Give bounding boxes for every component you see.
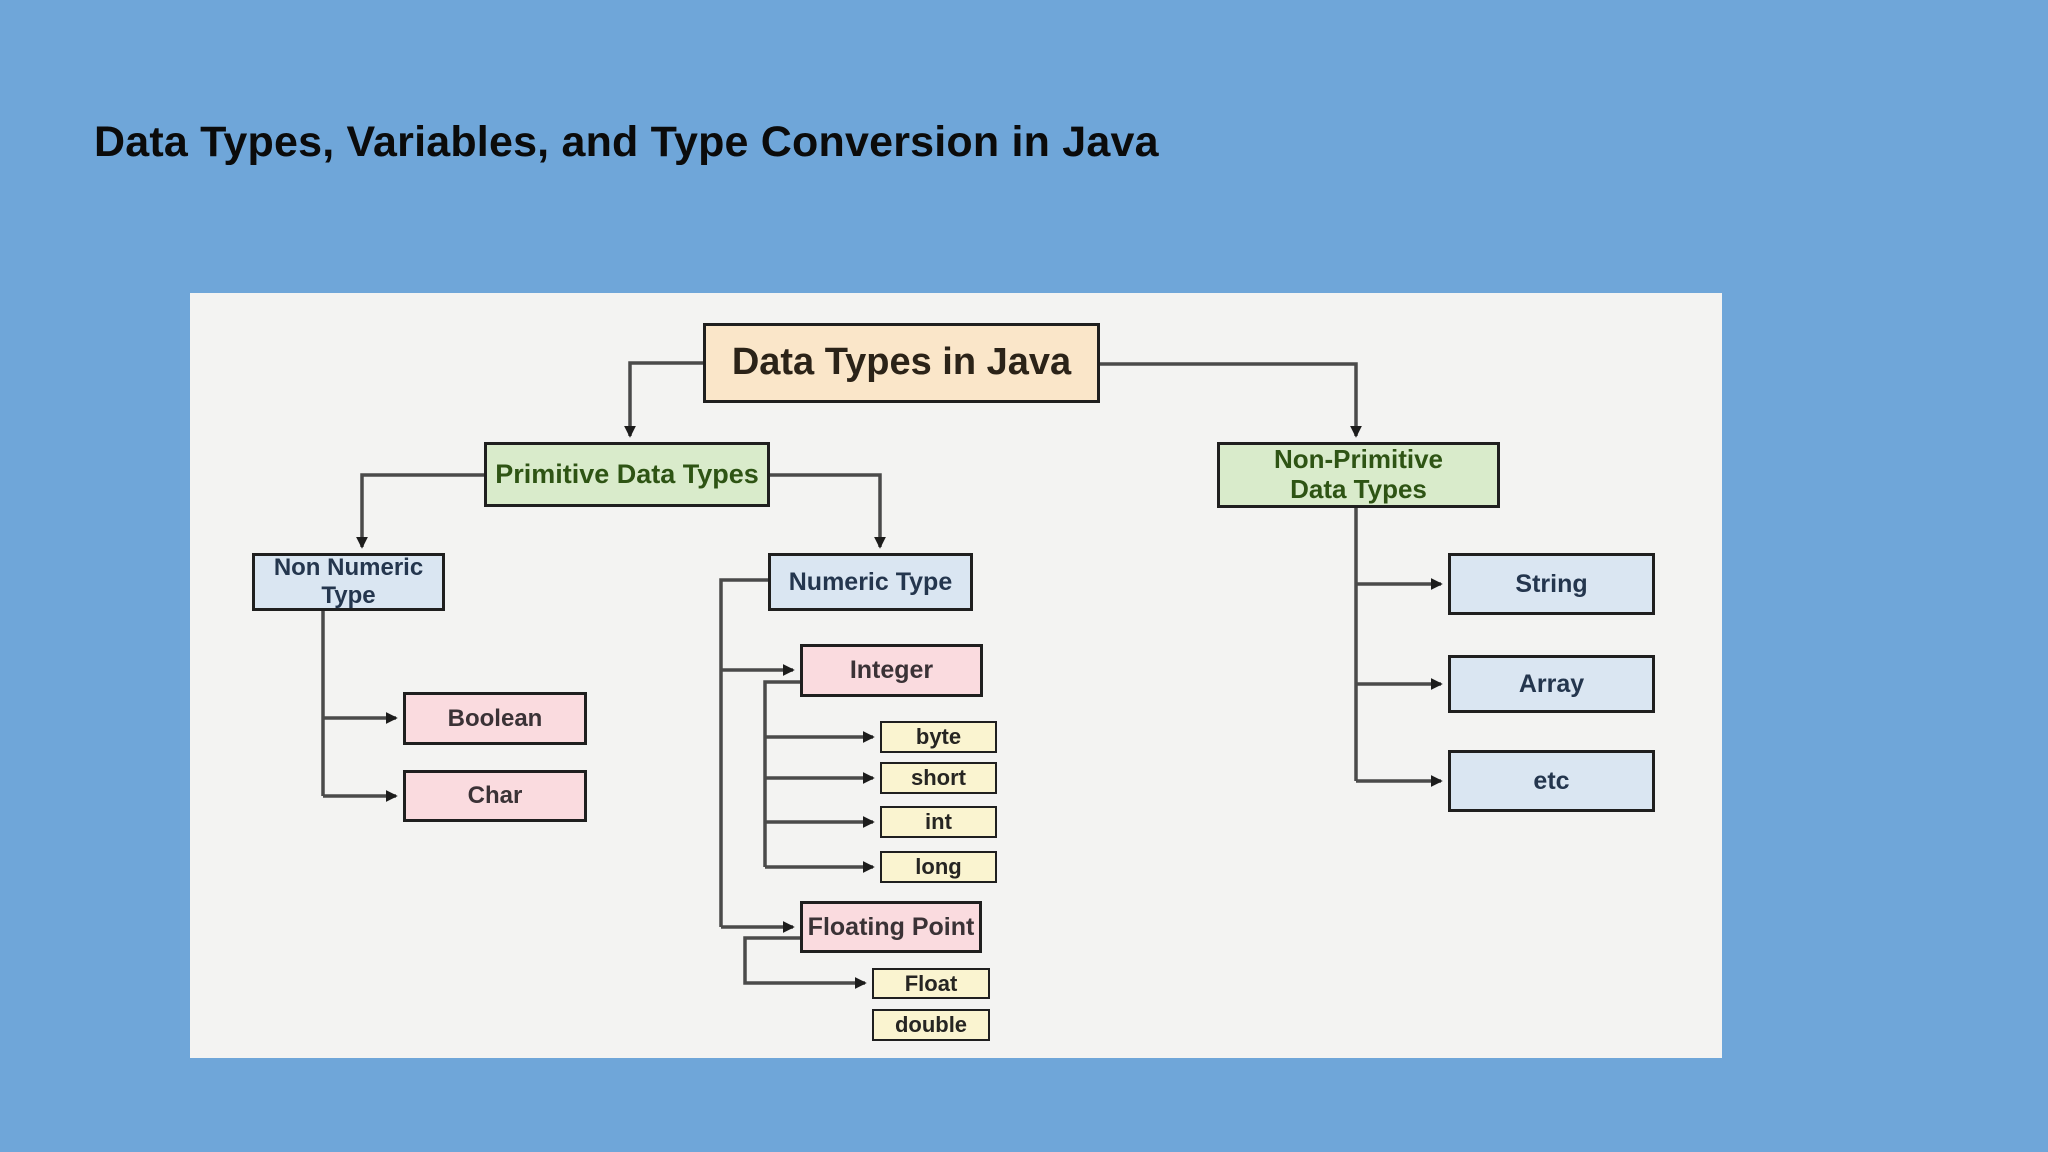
node-label: String — [1515, 569, 1588, 598]
node-label: Float — [904, 970, 958, 996]
node-char: Char — [403, 770, 587, 822]
node-data-types-in-java: Data Types in Java — [703, 323, 1100, 403]
node-label: byte — [915, 724, 962, 750]
edge-numeric-trunk — [719, 578, 768, 927]
node-label: etc — [1533, 766, 1570, 795]
node-label: Array — [1518, 669, 1585, 698]
node-int: int — [880, 806, 997, 838]
node-etc: etc — [1448, 750, 1655, 812]
node-label: short — [911, 765, 966, 791]
connector-lines — [321, 361, 1443, 989]
node-numeric-type: Numeric Type — [768, 553, 973, 611]
node-non-primitive-data-types: Non-Primitive Data Types — [1217, 442, 1500, 508]
edge-primitive-numeric — [770, 473, 886, 549]
node-label: Boolean — [447, 704, 543, 732]
edge-root-nonprimitive — [1100, 362, 1362, 438]
node-label: int — [925, 809, 952, 835]
node-float: Float — [872, 968, 990, 999]
node-byte: byte — [880, 721, 997, 753]
edge-integer-trunk — [763, 680, 800, 867]
diagram-panel: Data Types in Java Primitive Data Types … — [190, 293, 1722, 1058]
node-long: long — [880, 851, 997, 883]
node-array: Array — [1448, 655, 1655, 713]
edge-floating-float — [743, 936, 867, 989]
slide-title: Data Types, Variables, and Type Conversi… — [94, 118, 1159, 166]
node-label: long — [915, 854, 962, 880]
node-label: Numeric Type — [788, 567, 953, 596]
node-double: double — [872, 1009, 990, 1041]
node-primitive-data-types: Primitive Data Types — [484, 442, 770, 507]
node-integer: Integer — [800, 644, 983, 697]
node-label: Non-Primitive Data Types — [1273, 444, 1444, 504]
node-floating-point: Floating Point — [800, 901, 982, 953]
node-label: Non Numeric Type — [273, 554, 424, 609]
node-string: String — [1448, 553, 1655, 615]
node-label: double — [894, 1012, 968, 1038]
node-boolean: Boolean — [403, 692, 587, 745]
node-label: Integer — [849, 656, 934, 685]
edge-root-primitive — [624, 361, 703, 438]
edge-primitive-nonnumeric — [356, 473, 484, 549]
node-label: Char — [467, 782, 523, 810]
node-label: Data Types in Java — [731, 341, 1072, 384]
node-short: short — [880, 762, 997, 794]
node-label: Floating Point — [807, 912, 975, 941]
node-label: Primitive Data Types — [495, 458, 759, 489]
node-non-numeric-type: Non Numeric Type — [252, 553, 445, 611]
